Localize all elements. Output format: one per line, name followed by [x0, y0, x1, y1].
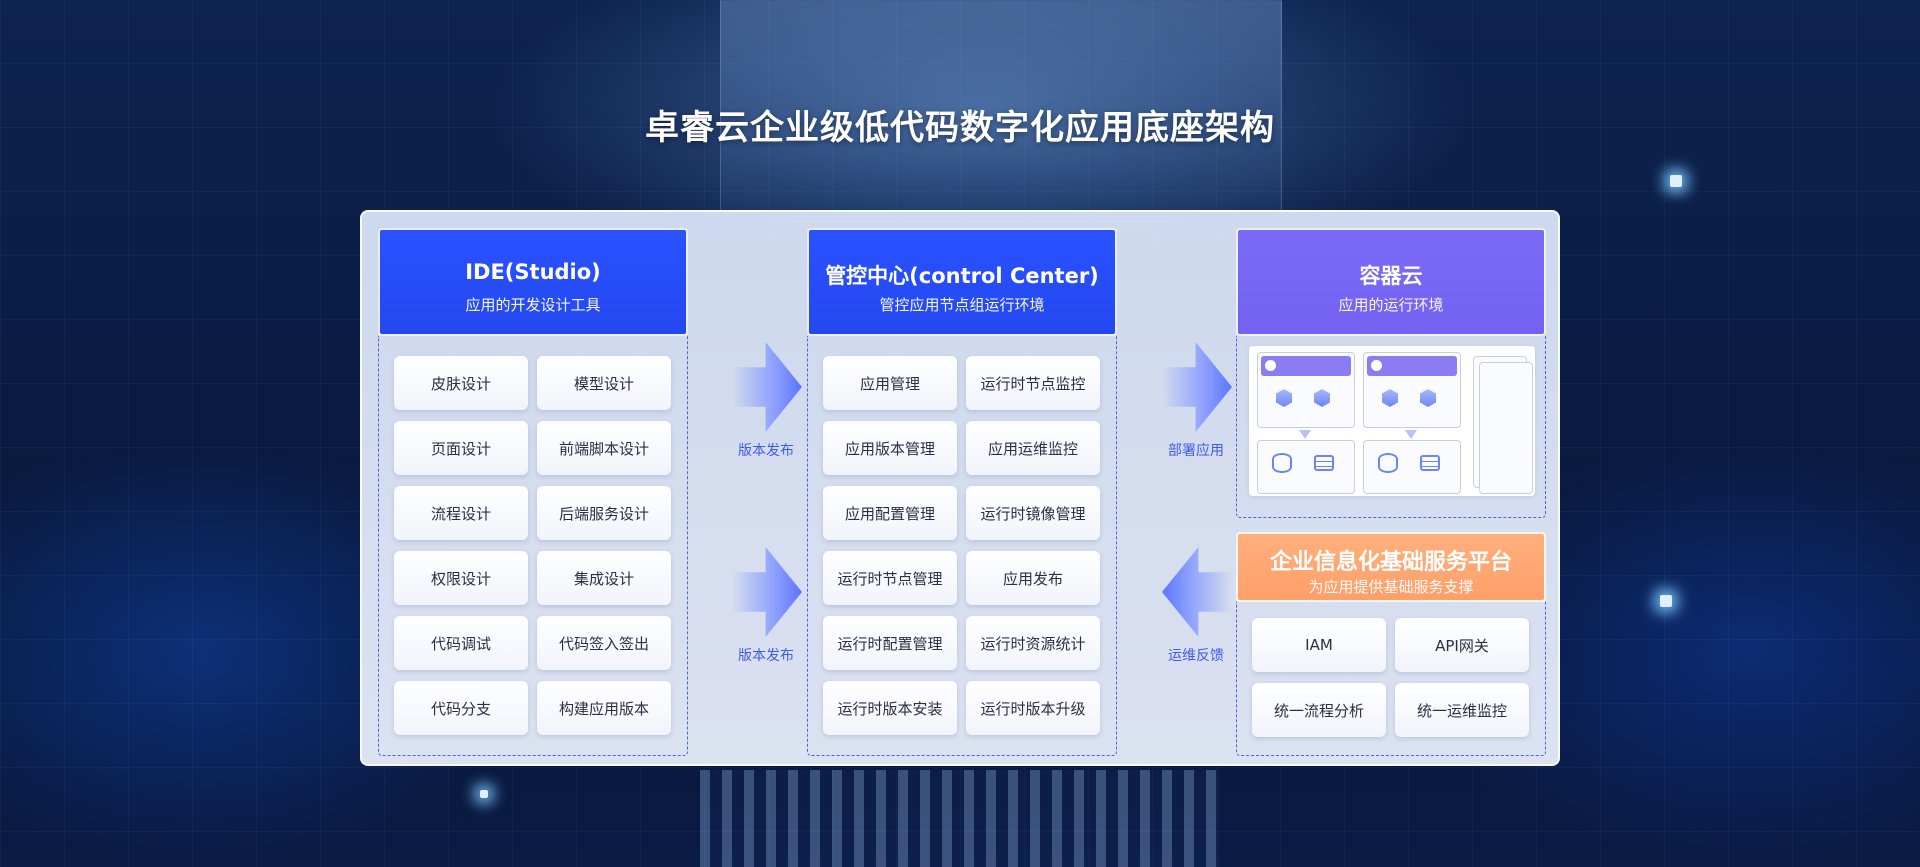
- platform-subtitle: 为应用提供基础服务支撑: [1308, 578, 1474, 596]
- background-light: [480, 790, 488, 798]
- arrow-right-icon: [732, 547, 802, 637]
- platform-item[interactable]: IAM: [1252, 618, 1386, 672]
- arrow-right-icon: [732, 342, 802, 432]
- cube-icon: [1314, 389, 1330, 407]
- flow-feedback: 运维反馈: [1162, 547, 1242, 677]
- control-item[interactable]: 运行时配置管理: [823, 616, 957, 670]
- flow-publish-top: 版本发布: [732, 342, 812, 472]
- ide-item[interactable]: 代码签入签出: [537, 616, 671, 670]
- app-node-card: [1257, 352, 1355, 428]
- ide-item[interactable]: 前端脚本设计: [537, 421, 671, 475]
- storage-card: [1257, 440, 1355, 494]
- container-column: 容器云 应用的运行环境: [1236, 228, 1546, 518]
- flow-label: 版本发布: [738, 648, 794, 664]
- container-diagram-group: [1236, 336, 1546, 518]
- ide-item[interactable]: 集成设计: [537, 551, 671, 605]
- flow-publish-bottom: 版本发布: [732, 547, 812, 677]
- control-item[interactable]: 运行时节点管理: [823, 551, 957, 605]
- platform-items-group: IAM API网关 统一流程分析 统一运维监控: [1236, 602, 1546, 756]
- control-item[interactable]: 应用配置管理: [823, 486, 957, 540]
- platform-header: 企业信息化基础服务平台 为应用提供基础服务支撑: [1236, 532, 1546, 602]
- control-item[interactable]: 运行时资源统计: [966, 616, 1100, 670]
- flow-deploy: 部署应用: [1162, 342, 1242, 472]
- arrow-down-icon: [1405, 430, 1417, 439]
- page-title: 卓睿云企业级低代码数字化应用底座架构: [645, 108, 1275, 148]
- ide-item[interactable]: 皮肤设计: [394, 356, 528, 410]
- flow-label: 运维反馈: [1168, 648, 1224, 664]
- cube-icon: [1420, 389, 1436, 407]
- control-item[interactable]: 运行时节点监控: [966, 356, 1100, 410]
- control-item[interactable]: 运行时版本升级: [966, 681, 1100, 735]
- background-light: [1670, 175, 1682, 187]
- arrow-down-icon: [1299, 430, 1311, 439]
- platform-item[interactable]: API网关: [1395, 618, 1529, 672]
- app-node-header: [1367, 356, 1457, 376]
- flow-label: 部署应用: [1168, 443, 1224, 459]
- ide-subtitle: 应用的开发设计工具: [465, 296, 601, 314]
- ide-item[interactable]: 代码分支: [394, 681, 528, 735]
- node-stack: [1479, 362, 1533, 494]
- ide-item[interactable]: 权限设计: [394, 551, 528, 605]
- cube-icon: [1276, 389, 1292, 407]
- background-heatsink: [700, 770, 1220, 867]
- control-item[interactable]: 应用管理: [823, 356, 957, 410]
- ide-item[interactable]: 代码调试: [394, 616, 528, 670]
- cube-icon: [1382, 389, 1398, 407]
- container-header: 容器云 应用的运行环境: [1236, 228, 1546, 336]
- control-subtitle: 管控应用节点组运行环境: [879, 296, 1045, 314]
- ide-column: IDE(Studio) 应用的开发设计工具 皮肤设计 模型设计 页面设计 前端脚…: [378, 228, 688, 756]
- server-icon: [1420, 455, 1440, 471]
- architecture-panel: IDE(Studio) 应用的开发设计工具 皮肤设计 模型设计 页面设计 前端脚…: [360, 210, 1560, 766]
- ide-item[interactable]: 模型设计: [537, 356, 671, 410]
- control-item[interactable]: 应用版本管理: [823, 421, 957, 475]
- storage-card: [1363, 440, 1461, 494]
- database-icon: [1272, 453, 1292, 473]
- container-title: 容器云: [1359, 264, 1423, 288]
- arrow-left-icon: [1162, 547, 1232, 637]
- ide-item[interactable]: 流程设计: [394, 486, 528, 540]
- server-icon: [1314, 455, 1334, 471]
- container-subtitle: 应用的运行环境: [1338, 296, 1444, 314]
- control-title: 管控中心(control Center): [825, 264, 1099, 288]
- ide-item[interactable]: 页面设计: [394, 421, 528, 475]
- app-node-card: [1363, 352, 1461, 428]
- database-icon: [1378, 453, 1398, 473]
- control-item[interactable]: 运行时版本安装: [823, 681, 957, 735]
- ide-title: IDE(Studio): [465, 260, 601, 284]
- control-header: 管控中心(control Center) 管控应用节点组运行环境: [807, 228, 1117, 336]
- platform-item[interactable]: 统一流程分析: [1252, 683, 1386, 737]
- control-item[interactable]: 运行时镜像管理: [966, 486, 1100, 540]
- background-light: [1660, 595, 1672, 607]
- arrow-right-icon: [1162, 342, 1232, 432]
- background-chip: [720, 0, 1282, 217]
- control-column: 管控中心(control Center) 管控应用节点组运行环境 应用管理 运行…: [807, 228, 1117, 756]
- ide-items-group: 皮肤设计 模型设计 页面设计 前端脚本设计 流程设计 后端服务设计 权限设计 集…: [378, 336, 688, 756]
- container-runtime-diagram: [1249, 346, 1535, 496]
- platform-title: 企业信息化基础服务平台: [1269, 550, 1512, 575]
- platform-item[interactable]: 统一运维监控: [1395, 683, 1529, 737]
- platform-column: 企业信息化基础服务平台 为应用提供基础服务支撑 IAM API网关 统一流程分析…: [1236, 532, 1546, 756]
- ide-header: IDE(Studio) 应用的开发设计工具: [378, 228, 688, 336]
- control-item[interactable]: 应用发布: [966, 551, 1100, 605]
- app-node-header: [1261, 356, 1351, 376]
- ide-item[interactable]: 后端服务设计: [537, 486, 671, 540]
- flow-label: 版本发布: [738, 443, 794, 459]
- ide-item[interactable]: 构建应用版本: [537, 681, 671, 735]
- control-item[interactable]: 应用运维监控: [966, 421, 1100, 475]
- control-items-group: 应用管理 运行时节点监控 应用版本管理 应用运维监控 应用配置管理 运行时镜像管…: [807, 336, 1117, 756]
